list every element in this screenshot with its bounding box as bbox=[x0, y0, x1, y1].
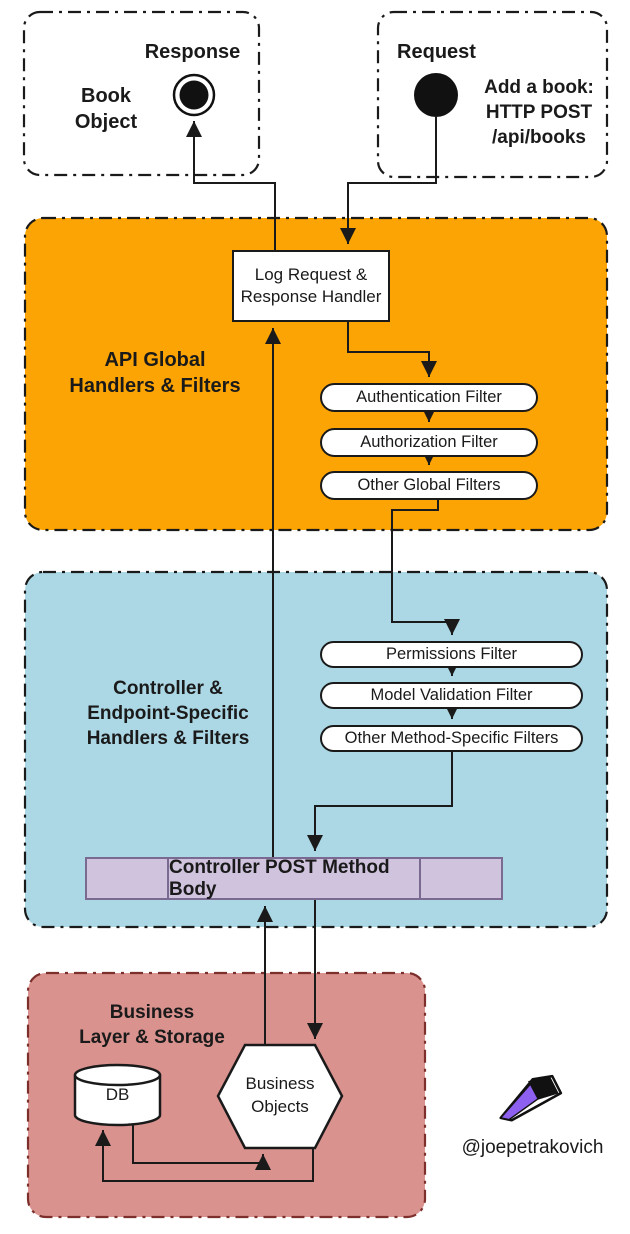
response-end-event-icon bbox=[172, 73, 216, 117]
other-global-filters-node: Other Global Filters bbox=[320, 471, 538, 500]
log-request-response-handler-node: Log Request & Response Handler bbox=[232, 250, 390, 322]
database-cylinder-icon bbox=[73, 1063, 162, 1127]
edge-business-objects-to-db bbox=[95, 1130, 314, 1182]
business-region-label: Business Layer & Storage bbox=[79, 1002, 225, 1049]
other-method-specific-filters-label: Other Method-Specific Filters bbox=[344, 728, 559, 747]
controller-region-label: Controller & Endpoint-Specific Handlers … bbox=[86, 678, 250, 750]
permissions-filter-label: Permissions Filter bbox=[385, 644, 518, 663]
controller-post-method-body-bar: Controller POST Method Body bbox=[85, 857, 503, 900]
marker-pen-icon bbox=[499, 1074, 563, 1122]
log-request-response-handler-label: Log Request & Response Handler bbox=[240, 264, 382, 306]
book-object-label: Book Object bbox=[74, 85, 138, 134]
model-validation-filter-node: Model Validation Filter bbox=[320, 682, 583, 709]
other-method-specific-filters-node: Other Method-Specific Filters bbox=[320, 725, 583, 752]
authentication-filter-label: Authentication Filter bbox=[356, 387, 502, 406]
authorization-filter-node: Authorization Filter bbox=[320, 428, 538, 457]
edge-request-to-log-handler bbox=[340, 117, 437, 244]
api-global-region-label: API Global Handlers & Filters bbox=[69, 349, 241, 398]
controller-post-method-body-label: Controller POST Method Body bbox=[169, 856, 390, 900]
edge-db-to-business-objects bbox=[132, 1125, 271, 1170]
author-handle: @joepetrakovich bbox=[461, 1137, 604, 1158]
method-body-left-segment bbox=[87, 859, 167, 898]
business-objects-hexagon bbox=[216, 1043, 344, 1150]
request-title: Request bbox=[397, 41, 476, 63]
model-validation-filter-label: Model Validation Filter bbox=[370, 685, 533, 704]
edge-log-handler-to-authentication bbox=[347, 322, 437, 377]
permissions-filter-node: Permissions Filter bbox=[320, 641, 583, 668]
response-title: Response bbox=[144, 41, 241, 63]
authorization-filter-label: Authorization Filter bbox=[360, 432, 498, 451]
business-objects-label: Business Objects bbox=[245, 1074, 315, 1116]
authentication-filter-node: Authentication Filter bbox=[320, 383, 538, 412]
edge-other-method-to-controller-body bbox=[307, 752, 453, 851]
db-label: DB bbox=[105, 1085, 130, 1104]
method-body-center-segment: Controller POST Method Body bbox=[167, 856, 421, 900]
edge-log-handler-to-response bbox=[186, 121, 276, 250]
edge-other-global-to-permissions bbox=[391, 500, 460, 635]
method-body-right-segment bbox=[421, 859, 501, 898]
add-a-book-annotation: Add a book: HTTP POST /api/books bbox=[484, 77, 594, 149]
other-global-filters-label: Other Global Filters bbox=[357, 475, 501, 494]
request-start-event-icon bbox=[414, 73, 458, 117]
